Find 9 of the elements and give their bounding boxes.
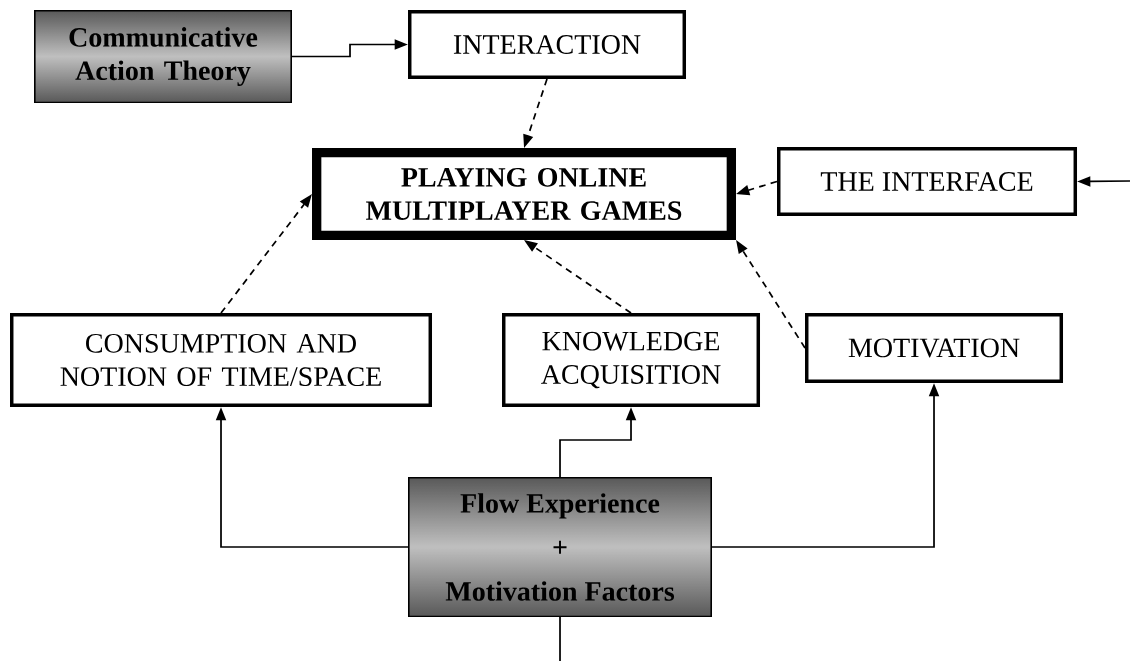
concept-box: INTERACTION bbox=[408, 10, 686, 79]
line bbox=[559, 616, 561, 661]
concept-box: MOTIVATION bbox=[805, 313, 1063, 383]
concept-box: THE INTERFACE bbox=[777, 147, 1077, 216]
central-box: PLAYING ONLINE MULTIPLAYER GAMES bbox=[312, 148, 736, 240]
shaded-box: Communicative Action Theory bbox=[34, 10, 292, 103]
shaded-box: Flow Experience + Motivation Factors bbox=[408, 477, 712, 617]
concept-box: KNOWLEDGE ACQUISITION bbox=[502, 313, 760, 407]
concept-box: CONSUMPTION AND NOTION OF TIME/SPACE bbox=[10, 313, 432, 407]
